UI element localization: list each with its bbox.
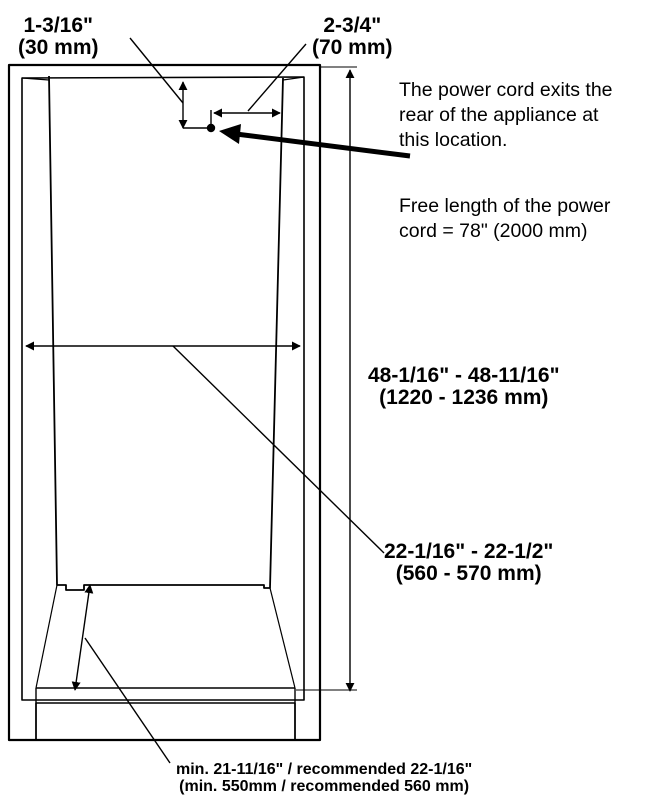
dim-line-1: 48-1/16" - 48-11/16"	[368, 364, 560, 387]
cord-horizontal-leader	[247, 43, 307, 112]
power-cord-pointer	[206, 123, 411, 159]
dim-line-1: 22-1/16" - 22-1/2"	[384, 540, 554, 563]
rear-left-corner-line	[21, 77, 50, 81]
note-line-2: cord = 78" (2000 mm)	[399, 220, 588, 242]
cord-vertical-dimension-label: 1-3/16" (30 mm)	[18, 15, 99, 59]
width-dimension-label: 22-1/16" - 22-1/2" (560 - 570 mm)	[384, 541, 553, 585]
dimension-lines	[25, 37, 385, 764]
cord-offset-bracket	[183, 110, 212, 129]
floor-left-line	[35, 584, 58, 689]
note-line-2: rear of the appliance at	[399, 104, 599, 126]
plinth-recess	[35, 688, 296, 740]
cord-length-note: Free length of the power cord = 78" (200…	[399, 194, 610, 244]
dim-line-2: (70 mm)	[312, 36, 393, 59]
depth-dim-arrow	[71, 584, 94, 691]
inner-opening	[21, 76, 305, 701]
height-dimension-label: 48-1/16" - 48-11/16" (1220 - 1236 mm)	[368, 365, 560, 409]
note-line-1: The power cord exits the	[399, 79, 613, 101]
dim-line-1: 1-3/16"	[23, 14, 94, 37]
dim-line-2: (min. 550mm / recommended 560 mm)	[179, 778, 470, 795]
plinth-panel	[35, 702, 296, 741]
width-leader	[172, 345, 385, 554]
cabinet-outline	[7, 63, 322, 742]
cord-exit-arrow-shaft	[235, 131, 411, 159]
cord-exit-note: The power cord exits the rear of the app…	[399, 78, 613, 153]
cord-horizontal-dimension-label: 2-3/4" (70 mm)	[312, 15, 393, 59]
dim-line-2: (1220 - 1236 mm)	[379, 386, 549, 409]
cord-vertical-leader	[129, 37, 184, 104]
floor-right-line	[269, 587, 296, 689]
note-line-3: this location.	[399, 129, 508, 151]
cord-exit-dot	[206, 123, 216, 133]
dim-line-2: (560 - 570 mm)	[395, 562, 542, 585]
cord-exit-arrow-head	[219, 124, 241, 144]
rear-right-corner-line	[282, 76, 305, 81]
depth-leader	[84, 637, 171, 764]
outer-frame	[7, 63, 322, 742]
dim-line-1: min. 21-11/16" / recommended 22-1/16"	[176, 761, 473, 778]
note-line-1: Free length of the power	[399, 195, 611, 217]
dim-line-1: 2-3/4"	[323, 14, 382, 37]
back-panel	[48, 75, 284, 591]
depth-dimension-label: min. 21-11/16" / recommended 22-1/16" (m…	[176, 761, 472, 795]
dim-line-2: (30 mm)	[18, 36, 99, 59]
